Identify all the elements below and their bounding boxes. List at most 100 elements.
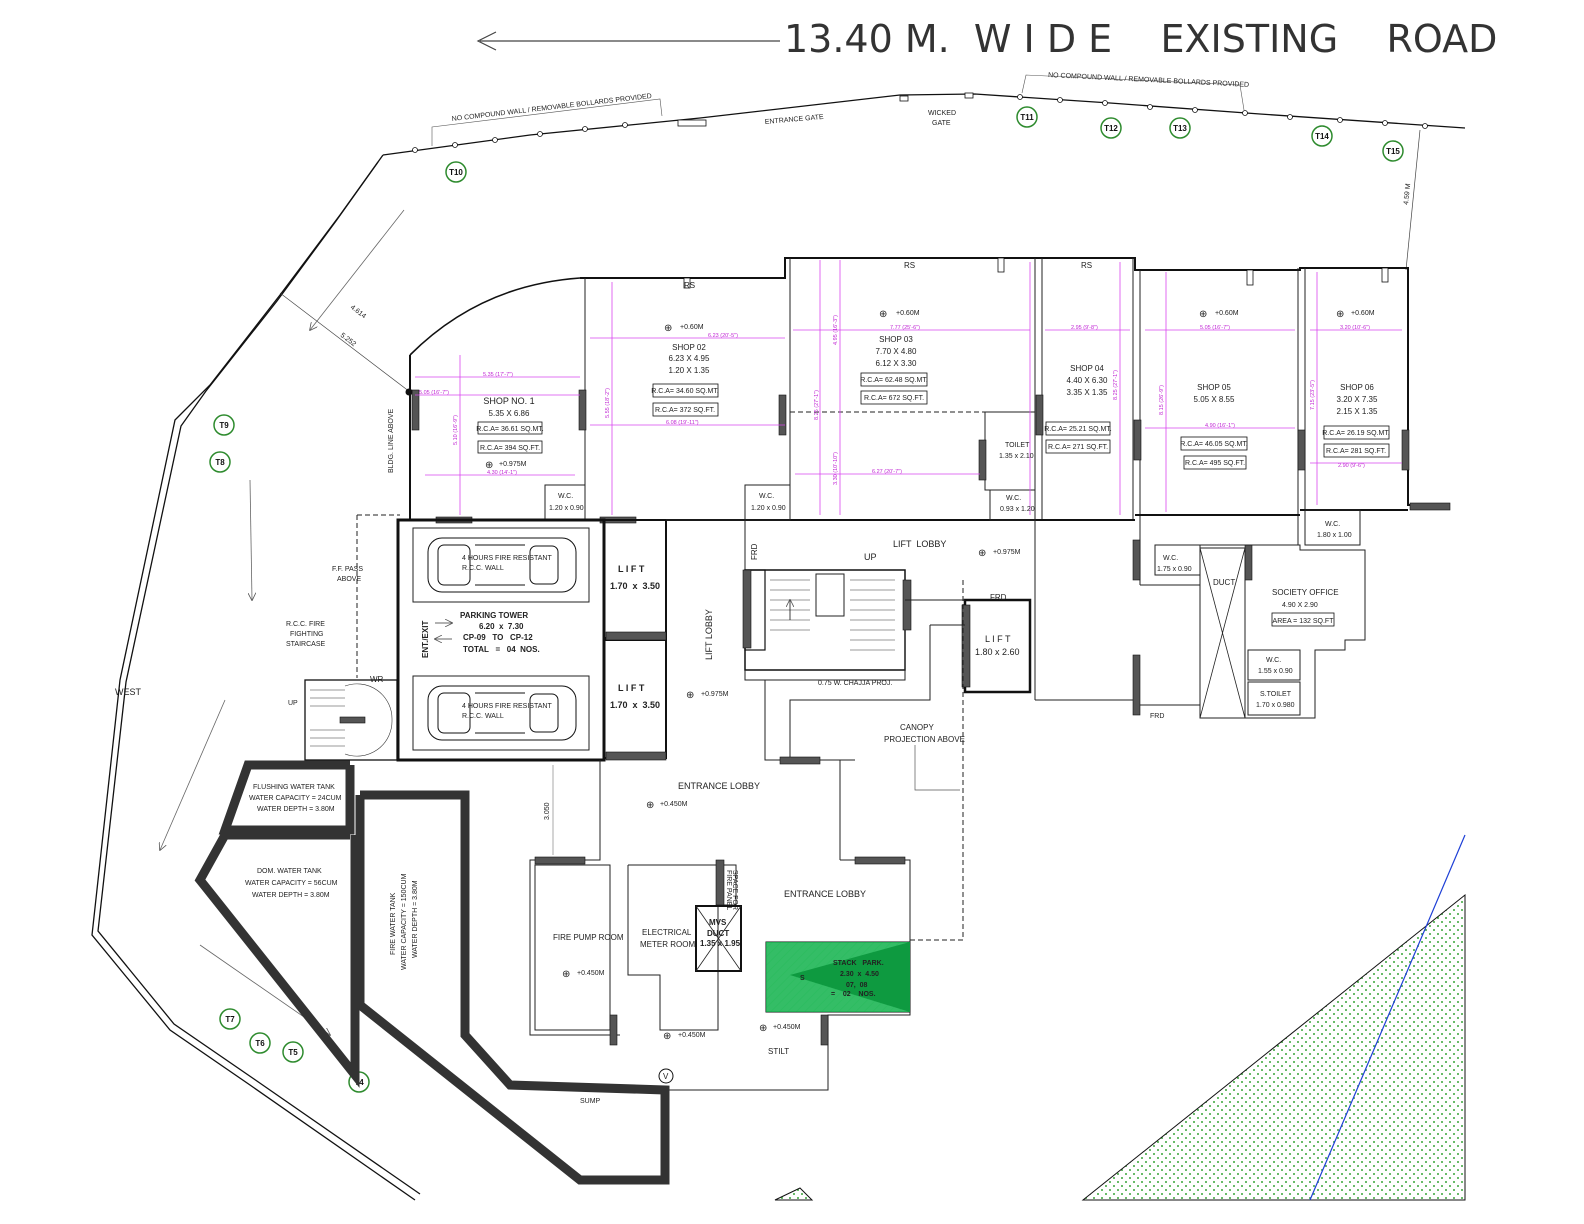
toilet-size: 1.35 x 2.10 xyxy=(999,453,1034,460)
stack-park-4: = 02 NOS. xyxy=(831,991,876,998)
lift3-size: 1.80 x 2.60 xyxy=(975,647,1020,657)
frd-label-1: FRD xyxy=(750,543,759,560)
lobby-level-2: +0.975M xyxy=(993,549,1021,556)
lift2-name: L I F T xyxy=(618,683,645,693)
shop06-rca-m: R.C.A= 26.19 SQ.MT. xyxy=(1322,430,1390,437)
shop02-rca-f: R.C.A= 372 SQ.FT. xyxy=(655,407,715,414)
fire-tank-2: WATER CAPACITY = 150CUM xyxy=(401,873,408,970)
wr-label: WR xyxy=(370,675,384,684)
level-marker-icon: ⊕ xyxy=(759,1023,767,1034)
level-b: +0.450M xyxy=(773,1024,801,1031)
svg-text:T11: T11 xyxy=(1020,113,1034,122)
shop04-dim-b: 8.25 (27'-1") xyxy=(1113,370,1119,400)
green-open-space xyxy=(774,834,1466,1201)
services-block: FLUSHING WATER TANK WATER CAPACITY = 24C… xyxy=(194,760,911,1185)
shop03-size2: 6.12 X 3.30 xyxy=(876,359,917,368)
stack-park-s: S xyxy=(800,975,805,982)
tree-marker: T8 xyxy=(209,451,231,473)
shop04-size2: 3.35 X 1.35 xyxy=(1067,388,1108,397)
duct-label: DUCT xyxy=(1213,578,1235,587)
shop04-size: 4.40 X 6.30 xyxy=(1067,376,1108,385)
wc1-size: 1.20 x 0.90 xyxy=(549,505,584,512)
wc1-name: W.C. xyxy=(558,493,573,500)
shop03-size: 7.70 X 4.80 xyxy=(876,347,917,356)
shop05-rca-m: R.C.A= 46.05 SQ.MT. xyxy=(1180,441,1248,448)
rs-label-1: RS xyxy=(684,281,695,290)
lobby-level-1: +0.975M xyxy=(701,691,729,698)
level-marker-icon: ⊕ xyxy=(879,309,887,320)
shop06-size: 3.20 X 7.35 xyxy=(1337,395,1378,404)
wc6-name: W.C. xyxy=(1266,657,1281,664)
shop02-dim-a: 6.23 (20'-5") xyxy=(708,333,738,339)
wc5-name: W.C. xyxy=(1325,521,1340,528)
mvs-duct-3: 1.35 x 1.95 xyxy=(700,939,741,948)
flush-tank-1: FLUSHING WATER TANK xyxy=(253,784,335,791)
lift3-name: L I F T xyxy=(985,634,1011,644)
parking-wall-1b: R.C.C. WALL xyxy=(462,565,504,572)
stack-park-2: 2.30 x 4.50 xyxy=(840,971,879,978)
shop04-name: SHOP 04 xyxy=(1070,364,1104,373)
wc4-size: 1.75 x 0.90 xyxy=(1157,566,1192,573)
shop01-name: SHOP NO. 1 xyxy=(483,396,534,406)
shop02-size2: 1.20 X 1.35 xyxy=(669,366,710,375)
parking-wall-2a: 4 HOURS FIRE RESISTANT xyxy=(462,703,552,710)
shop04-rca-m: R.C.A= 25.21 SQ.MT. xyxy=(1044,426,1112,433)
level-marker-icon: ⊕ xyxy=(664,323,672,334)
rs-label-3: RS xyxy=(1081,261,1092,270)
level-marker-icon: ⊕ xyxy=(686,690,694,701)
society-office-name: SOCIETY OFFICE xyxy=(1272,588,1339,597)
wc5-size: 1.80 x 1.00 xyxy=(1317,532,1352,539)
svg-text:T7: T7 xyxy=(225,1015,235,1024)
parking-tower-total: TOTAL = 04 NOS. xyxy=(463,645,540,654)
canopy-label-1: CANOPY xyxy=(900,723,934,732)
wc3-size: 0.93 x 1.20 xyxy=(1000,506,1035,513)
shop02-dim-b: 5.55 (18'-2") xyxy=(605,388,611,418)
chajja-label: 0.75 W. CHAJJA PROJ. xyxy=(818,680,892,687)
tree-marker: T9 xyxy=(213,414,235,436)
shop05-dim-a: 5.05 (16'-7") xyxy=(1200,325,1230,331)
shop02-name: SHOP 02 xyxy=(672,343,706,352)
svg-text:T6: T6 xyxy=(255,1039,265,1048)
svg-text:T5: T5 xyxy=(288,1048,298,1057)
parking-tower-range: CP-09 TO CP-12 xyxy=(463,633,533,642)
dom-tank-3: WATER DEPTH = 3.80M xyxy=(252,892,330,899)
core-block: 4 HOURS FIRE RESISTANT R.C.C. WALL 4 HOU… xyxy=(396,518,1366,1091)
dim-3050: 3.050 xyxy=(544,802,551,820)
fire-tank-3: WATER DEPTH = 3.80M xyxy=(412,880,419,958)
society-office-size: 4.90 X 2.90 xyxy=(1282,602,1318,609)
space-fire-2: FIRE PANEL xyxy=(725,870,732,910)
entrance-gate-label: ENTRANCE GATE xyxy=(765,114,825,126)
level-a: +0.450M xyxy=(678,1032,706,1039)
shop01-dim-c: 5.10 (16'-9") xyxy=(453,415,459,445)
lift2-size: 1.70 x 3.50 xyxy=(610,700,660,710)
shop02-rca-m: R.C.A= 34.60 SQ.MT. xyxy=(651,388,719,395)
up-label-left: UP xyxy=(288,700,298,707)
level-marker-icon: ⊕ xyxy=(978,548,986,559)
shop05-dim-c: 8.15 (26'-9") xyxy=(1159,385,1165,415)
rs-label-2: RS xyxy=(904,261,915,270)
trees: T10 T11 T12 T13 T14 T15 T9 T8 T7 T6 T5 T… xyxy=(209,106,1404,1093)
svg-text:T12: T12 xyxy=(1104,124,1118,133)
west-label: WEST xyxy=(115,687,142,697)
frd-label-2: FRD xyxy=(990,593,1007,602)
tree-marker: T15 xyxy=(1382,140,1404,162)
shop01-size: 5.35 X 6.86 xyxy=(489,409,530,418)
lift1-size: 1.70 x 3.50 xyxy=(610,581,660,591)
lift-lobby-label: LIFT LOBBY xyxy=(893,539,946,549)
svg-text:T10: T10 xyxy=(449,168,463,177)
shop06-dim-a: 3.20 (10'-6") xyxy=(1340,325,1370,331)
entrance-lobby-2: ENTRANCE LOBBY xyxy=(784,889,866,899)
shop01-dim-a: 5.35 (17'-7") xyxy=(483,372,513,378)
stack-park-3: 07, 08 xyxy=(846,982,868,989)
entrance-level: +0.450M xyxy=(660,801,688,808)
shop06-dim-b: 2.90 (9'-6") xyxy=(1338,463,1365,469)
tree-marker: T7 xyxy=(219,1008,241,1030)
shop01-dim-b: 5.05 (16'-7") xyxy=(419,390,449,396)
shop01-rca-f: R.C.A= 394 SQ.FT. xyxy=(480,445,540,452)
shop05-level: +0.60M xyxy=(1215,310,1239,317)
shop02-size: 6.23 X 4.95 xyxy=(669,354,710,363)
parking-wall-2b: R.C.C. WALL xyxy=(462,713,504,720)
shop06-level: +0.60M xyxy=(1351,310,1375,317)
shop03-dim-c: 8.25 (27'-1") xyxy=(814,390,820,420)
